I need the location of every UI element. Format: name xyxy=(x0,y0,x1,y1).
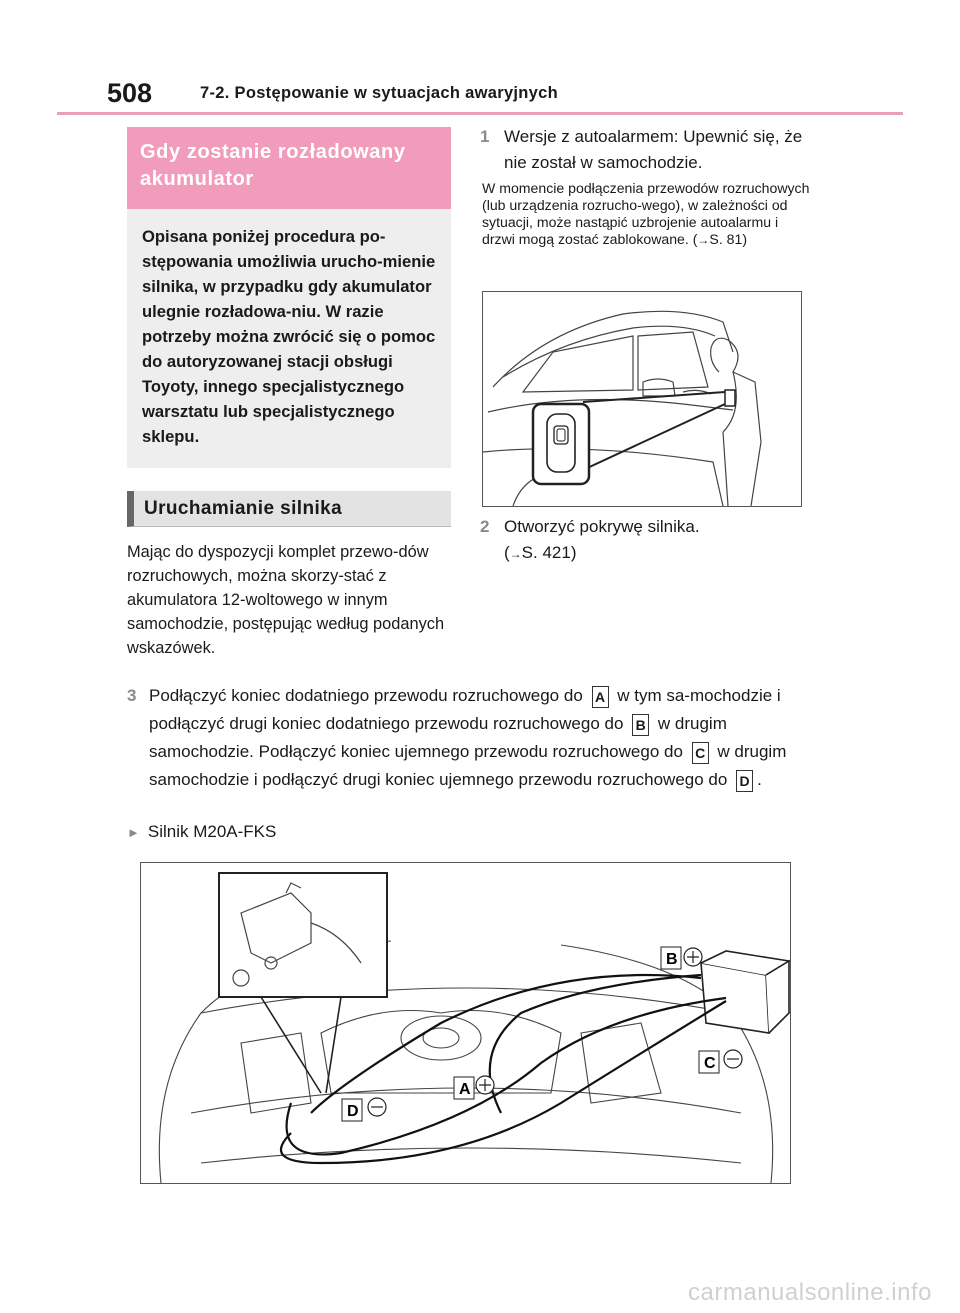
warning-box-title-text: Gdy zostanie rozładowany akumulator xyxy=(140,141,406,190)
polarity-icons xyxy=(367,947,743,1117)
step-number: 1 xyxy=(480,127,490,146)
section-intro: Mając do dyspozycji komplet przewo-dów r… xyxy=(127,543,445,657)
page-reference: S. 81) xyxy=(709,231,748,247)
warning-box-title: Gdy zostanie rozładowany akumulator xyxy=(127,127,451,209)
step-3-text-5: . xyxy=(757,770,762,789)
section-heading-text: Uruchamianie silnika xyxy=(144,498,343,519)
step-3-text-3: w drugim samochodzie. Podłączyć koniec u… xyxy=(149,714,727,761)
warning-box-text: Opisana poniżej procedura po-stępowania … xyxy=(142,227,436,446)
watermark: carmanualsonline.info xyxy=(688,1279,932,1306)
label-d-box: D xyxy=(736,769,754,792)
engine-bay-drawing: B C A D xyxy=(158,872,792,1184)
engine-variant-text: Silnik M20A-FKS xyxy=(147,822,277,841)
ref-arrow: → xyxy=(509,547,522,561)
figure-label-b: B xyxy=(666,951,678,968)
engine-jump-start-illustration: B C A D xyxy=(140,862,792,1184)
note-text: W momencie podłączenia przewodów rozruch… xyxy=(482,180,810,247)
label-c-box: C xyxy=(691,741,709,764)
triangle-bullet-icon: ► xyxy=(127,825,140,840)
figure-label-c: C xyxy=(704,1055,716,1072)
step-number: 3 xyxy=(127,686,137,705)
step-3-text-2: w tym sa-mochodzie i podłączyć drugi kon… xyxy=(149,686,781,733)
page-reference: S. 421 xyxy=(521,543,571,562)
step-2: 2 Otworzyć pokrywę silnika.(→S. 421) xyxy=(480,514,812,567)
header-divider xyxy=(57,112,903,115)
step-text: Wersje z autoalarmem: Upewnić się, że ni… xyxy=(504,127,803,172)
figure-label-d: D xyxy=(347,1103,359,1120)
chapter-title: 7-2. Postępowanie w sytuacjach awaryjnyc… xyxy=(200,84,559,102)
step-3-text-1: Podłączyć koniec dodatniego przewodu roz… xyxy=(149,686,583,705)
step-text: Podłączyć koniec dodatniego przewodu roz… xyxy=(127,682,817,794)
step-text: Otworzyć pokrywę silnika.(→S. 421) xyxy=(504,517,700,562)
step-number: 2 xyxy=(480,517,490,536)
step-2-text: Otworzyć pokrywę silnika. xyxy=(504,517,700,536)
section-heading: Uruchamianie silnika xyxy=(127,491,451,527)
car-door-drawing xyxy=(482,310,762,507)
label-b-box: B xyxy=(632,713,650,736)
step-1: 1 Wersje z autoalarmem: Upewnić się, że … xyxy=(480,124,812,176)
key-fob-illustration xyxy=(482,291,802,507)
alarm-note: W momencie podłączenia przewodów rozruch… xyxy=(482,180,812,249)
ref-arrow: → xyxy=(697,233,710,247)
page-number: 508 xyxy=(107,78,153,108)
step-3-text-4: w drugim samochodzie i podłączyć drugi k… xyxy=(149,742,787,789)
label-a-box: A xyxy=(591,685,609,708)
figure-label-a: A xyxy=(459,1081,471,1098)
engine-variant: ► Silnik M20A-FKS xyxy=(127,822,276,842)
warning-box-body: Opisana poniżej procedura po-stępowania … xyxy=(127,209,451,468)
step-3: 3 Podłączyć koniec dodatniego przewodu r… xyxy=(127,682,817,794)
